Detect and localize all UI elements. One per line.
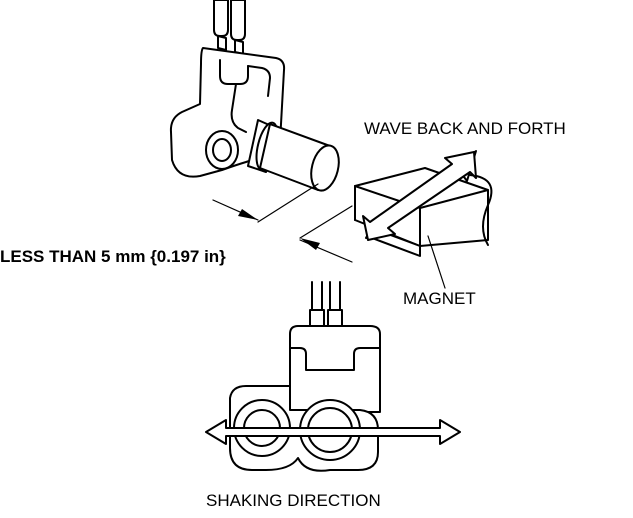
shaking-label: SHAKING DIRECTION	[206, 491, 381, 510]
shaking-arrow	[205, 419, 461, 445]
sensor-bottom-wires	[309, 281, 343, 327]
magnet-leader	[427, 235, 446, 289]
sensor-top	[169, 0, 340, 192]
wave-label: WAVE BACK AND FORTH	[364, 119, 566, 138]
gap-dimension	[212, 183, 353, 263]
sensor-top-face	[310, 144, 340, 192]
gap-arrow-right	[300, 238, 320, 250]
sensor-top-notch	[219, 59, 249, 85]
wave-arrow	[362, 150, 477, 241]
gap-label: LESS THAN 5 mm {0.197 in}	[0, 247, 226, 266]
sensor-bottom	[229, 281, 381, 472]
sensor-top-wires	[213, 0, 246, 55]
magnet-label: MAGNET	[403, 289, 476, 308]
gap-arrow-left	[238, 209, 258, 220]
